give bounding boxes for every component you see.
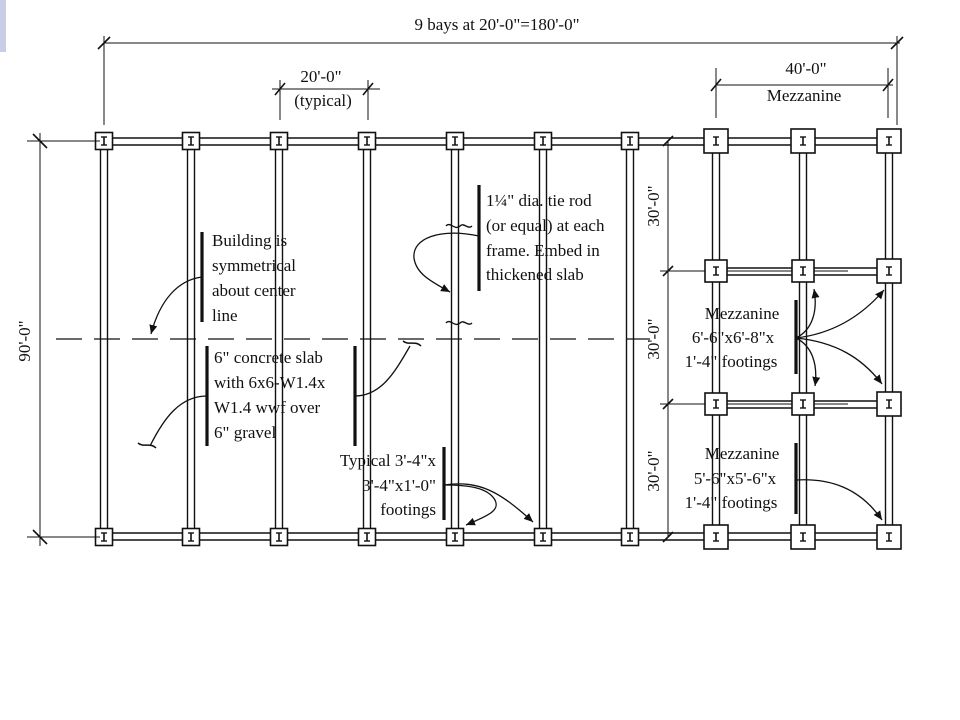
overall-dimension: 9 bays at 20'-0"=180'-0" bbox=[97, 15, 904, 125]
note-mezzanine-footings-a: Mezzanine 6'-6"x6'-8"x 1'-4" footings bbox=[685, 288, 885, 387]
note-mezz-a-line-2: 6'-6"x6'-8"x bbox=[692, 328, 775, 347]
frame-line-8 bbox=[711, 141, 721, 537]
frame-line-10 bbox=[884, 141, 894, 537]
mezzanine-column-b-2 bbox=[791, 392, 815, 416]
note-tie-rod-line-1: 1¼" dia. tie rod bbox=[486, 191, 592, 210]
mezzanine-column-a-1 bbox=[704, 259, 728, 283]
column-top-2 bbox=[181, 131, 201, 151]
mezzanine-bay-3-label: 30'-0" bbox=[644, 450, 663, 491]
note-symmetry: Building is symmetrical about center lin… bbox=[149, 231, 296, 335]
note-slab-line-1: 6" concrete slab bbox=[214, 348, 323, 367]
column-bottom-5 bbox=[445, 527, 465, 547]
overall-dimension-label: 9 bays at 20'-0"=180'-0" bbox=[414, 15, 579, 34]
note-slab-line-3: W1.4 wwf over bbox=[214, 398, 321, 417]
bay-dimension-label: 20'-0" bbox=[300, 67, 341, 86]
mezzanine-dimension: 40'-0" Mezzanine bbox=[710, 59, 894, 118]
note-mezz-a-line-1: Mezzanine bbox=[705, 304, 780, 323]
note-tie-rod-line-3: frame. Embed in bbox=[486, 241, 600, 260]
mezzanine-column-a-3 bbox=[876, 258, 902, 284]
bay-typical-label: (typical) bbox=[294, 91, 352, 110]
note-mezz-b-line-3: 1'-4" footings bbox=[685, 493, 778, 512]
note-mezzanine-footings-b: Mezzanine 5'-6"x5'-6"x 1'-4" footings bbox=[685, 443, 883, 521]
column-top-7 bbox=[620, 131, 640, 151]
mezzanine-column-a-2 bbox=[791, 259, 815, 283]
column-bottom-6 bbox=[533, 527, 553, 547]
frame-line-3 bbox=[274, 141, 284, 537]
mezzanine-bay-1-label: 30'-0" bbox=[644, 185, 663, 226]
mezzanine-label: Mezzanine bbox=[767, 86, 842, 105]
note-slab-line-2: with 6x6-W1.4x bbox=[214, 373, 326, 392]
column-bottom-9 bbox=[790, 524, 816, 550]
note-symmetry-line-3: about center bbox=[212, 281, 296, 300]
note-typical-footings-line-3: footings bbox=[380, 500, 436, 519]
column-bottom-8 bbox=[703, 524, 729, 550]
note-symmetry-line-1: Building is bbox=[212, 231, 287, 250]
note-typical-footings-line-2: 3'-4"x1'-0" bbox=[362, 476, 436, 495]
frame-line-6 bbox=[538, 141, 548, 537]
note-slab-line-4: 6" gravel bbox=[214, 423, 276, 442]
note-mezz-b-line-2: 5'-6"x5'-6"x bbox=[694, 469, 777, 488]
column-top-4 bbox=[357, 131, 377, 151]
note-mezz-a-line-3: 1'-4" footings bbox=[685, 352, 778, 371]
corner-tab bbox=[0, 0, 6, 52]
column-bottom-4 bbox=[357, 527, 377, 547]
column-bottom-10 bbox=[876, 524, 902, 550]
column-top-9 bbox=[790, 128, 816, 154]
note-tie-rod-line-4: thickened slab bbox=[486, 265, 584, 284]
mezzanine-width-label: 40'-0" bbox=[785, 59, 826, 78]
note-tie-rod: 1¼" dia. tie rod (or equal) at each fram… bbox=[413, 185, 605, 326]
mezzanine-bay-dimensions: 30'-0" 30'-0" 30'-0" bbox=[644, 135, 700, 543]
column-bottom-2 bbox=[181, 527, 201, 547]
note-symmetry-line-4: line bbox=[212, 306, 238, 325]
mezzanine-column-b-1 bbox=[704, 392, 728, 416]
note-typical-footings: Typical 3'-4"x 3'-4"x1'-0" footings bbox=[340, 447, 534, 526]
column-top-8 bbox=[703, 128, 729, 154]
column-bottom-3 bbox=[269, 527, 289, 547]
note-mezz-b-line-1: Mezzanine bbox=[705, 444, 780, 463]
mezzanine-column-b-3 bbox=[876, 391, 902, 417]
mezzanine-bay-2-label: 30'-0" bbox=[644, 318, 663, 359]
column-bottom-7 bbox=[620, 527, 640, 547]
note-tie-rod-line-2: (or equal) at each bbox=[486, 216, 605, 235]
depth-dimension-label: 90'-0" bbox=[15, 320, 34, 361]
note-typical-footings-line-1: Typical 3'-4"x bbox=[340, 451, 437, 470]
note-slab: 6" concrete slab with 6x6-W1.4x W1.4 wwf… bbox=[137, 340, 422, 449]
column-top-6 bbox=[533, 131, 553, 151]
column-top-10 bbox=[876, 128, 902, 154]
bay-dimension: 20'-0" (typical) bbox=[272, 67, 380, 120]
depth-dimension: 90'-0" bbox=[15, 133, 100, 546]
column-footings bbox=[94, 128, 902, 550]
note-symmetry-line-2: symmetrical bbox=[212, 256, 296, 275]
column-top-5 bbox=[445, 131, 465, 151]
column-top-3 bbox=[269, 131, 289, 151]
